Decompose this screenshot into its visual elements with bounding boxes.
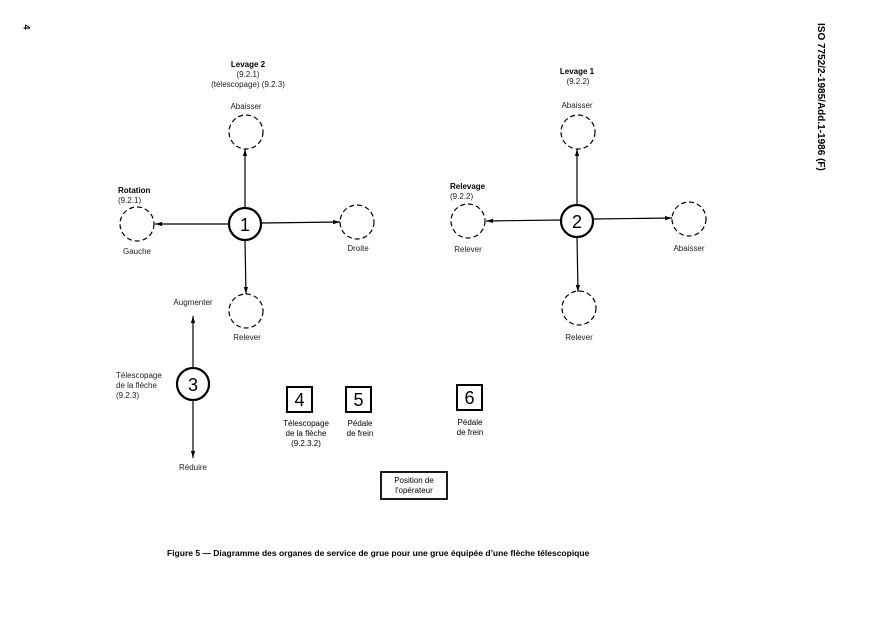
pedal-4-line2: de la flèche [285, 429, 327, 438]
control-2-group: 2 [450, 114, 707, 326]
c3-down-label: Réduire [178, 463, 208, 472]
pedal-4-group: 4 [286, 386, 313, 413]
c2-right-label: Abaisser [673, 244, 705, 253]
c1-left-ref: (9.2.1) [118, 196, 142, 205]
c1-top-ref1: (9.2.1) [236, 70, 260, 79]
c2-left-title: Relevage [450, 182, 486, 191]
c1-right-label: Droite [347, 244, 369, 253]
page-number: 4 [21, 24, 32, 30]
c1-left-position [119, 206, 155, 242]
pedal-6-line1: Pédale [457, 418, 483, 427]
pedal-5-label: Pédale de frein [347, 419, 374, 439]
pedal-5-line1: Pédale [347, 419, 373, 428]
c1-left-label: Gauche [122, 247, 152, 256]
pedal-6-box[interactable] [456, 384, 483, 411]
c1-up-label: Abaisser [230, 102, 262, 111]
c2-arrow-left [485, 218, 562, 224]
c1-top-title: Levage 2 [230, 60, 266, 69]
pedal-5-group: 5 [345, 386, 372, 413]
pedal-5-line2: de frein [346, 429, 374, 438]
c2-left-ref: (9.2.2) [450, 192, 474, 201]
pedal-6-group: 6 [456, 384, 483, 411]
pedal-4-line3: (9.2.3.2) [291, 439, 321, 448]
operator-position-box [380, 471, 448, 500]
pedal-5-number: 5 [353, 390, 363, 410]
c2-top-title: Levage 1 [559, 67, 595, 76]
c3-side-line3: (9.2.3) [116, 391, 140, 400]
pedal-4-box[interactable] [286, 386, 313, 413]
c2-left-label: Relever [454, 245, 482, 254]
control-3-group: 3 [175, 316, 211, 458]
pedal-6-number: 6 [464, 388, 474, 408]
pedal-6-label: Pédale de frein [457, 418, 484, 438]
c2-right-position [671, 201, 707, 237]
c1-top-ref2: (télescopage) (9.2.3) [211, 80, 285, 89]
c2-arrow-down [575, 236, 581, 293]
control-1-group: 1 [119, 114, 375, 329]
c2-down-position [561, 290, 597, 326]
pedal-4-number: 4 [294, 390, 304, 410]
c2-down-label: Relever [565, 333, 593, 342]
pedal-4-label: Télescopage de la flèche (9.2.3.2) [283, 419, 329, 449]
document-reference: ISO 7752/2-1985/Add.1-1986 (F) [815, 23, 826, 171]
c2-left-position [450, 203, 486, 239]
c3-up-label: Augmenter [173, 298, 213, 307]
operator-position-label: Position de l'opérateur [394, 476, 434, 496]
c2-arrow-right [593, 215, 673, 221]
pedal-6-line2: de frein [456, 428, 484, 437]
c1-knob[interactable] [227, 206, 263, 242]
c1-right-position [339, 204, 375, 240]
operator-line1: Position de [394, 476, 434, 485]
c1-arrow-down [243, 240, 249, 295]
c1-up-position [228, 114, 264, 150]
c3-knob[interactable] [175, 366, 211, 402]
c2-top-ref: (9.2.2) [566, 77, 590, 86]
pedal-5-box[interactable] [345, 386, 372, 413]
c3-number: 3 [188, 375, 198, 395]
c1-down-label: Relever [233, 333, 261, 342]
c2-up-position [560, 114, 596, 150]
figure-caption: Figure 5 — Diagramme des organes de serv… [167, 548, 590, 558]
c3-side-line2: de la flèche [116, 381, 157, 390]
pedal-4-line1: Télescopage [283, 419, 329, 428]
c1-number: 1 [240, 215, 250, 235]
c2-number: 2 [572, 212, 582, 232]
c1-arrow-right [261, 219, 341, 225]
c2-knob[interactable] [559, 203, 595, 239]
operator-line2: l'opérateur [395, 486, 433, 495]
c1-down-position [228, 293, 264, 329]
c2-up-label: Abaisser [561, 101, 593, 110]
c1-left-title: Rotation [118, 186, 151, 195]
c3-side-line1: Télescopage [116, 371, 162, 380]
